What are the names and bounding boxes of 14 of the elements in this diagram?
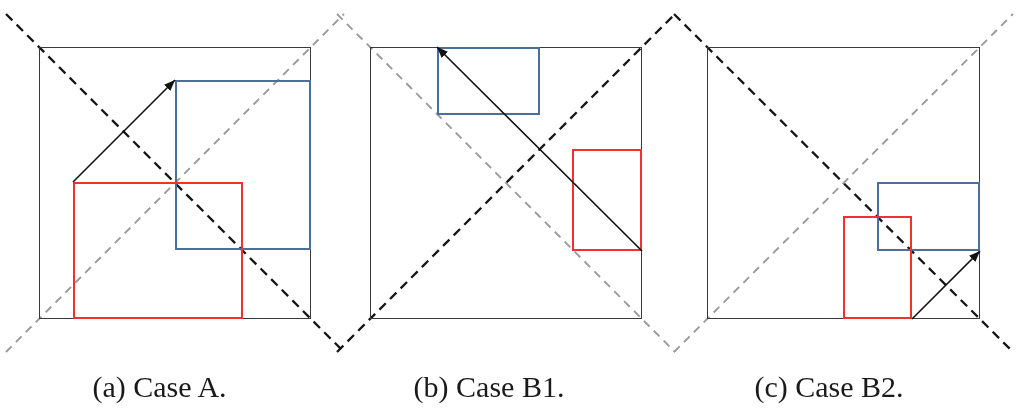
rectangle [174,79,311,250]
square-frame [39,47,311,319]
square-frame [370,47,642,319]
arrow [72,79,176,183]
rectangle [842,215,912,319]
caption: (b) Case B1. [413,370,565,404]
rectangle [72,181,243,319]
rectangle [571,148,642,251]
rectangle [876,181,980,251]
caption: (c) Case B2. [754,370,904,404]
arrow [436,46,643,252]
rectangle [436,46,540,115]
square-frame [707,47,980,319]
caption: (a) Case A. [92,370,227,404]
